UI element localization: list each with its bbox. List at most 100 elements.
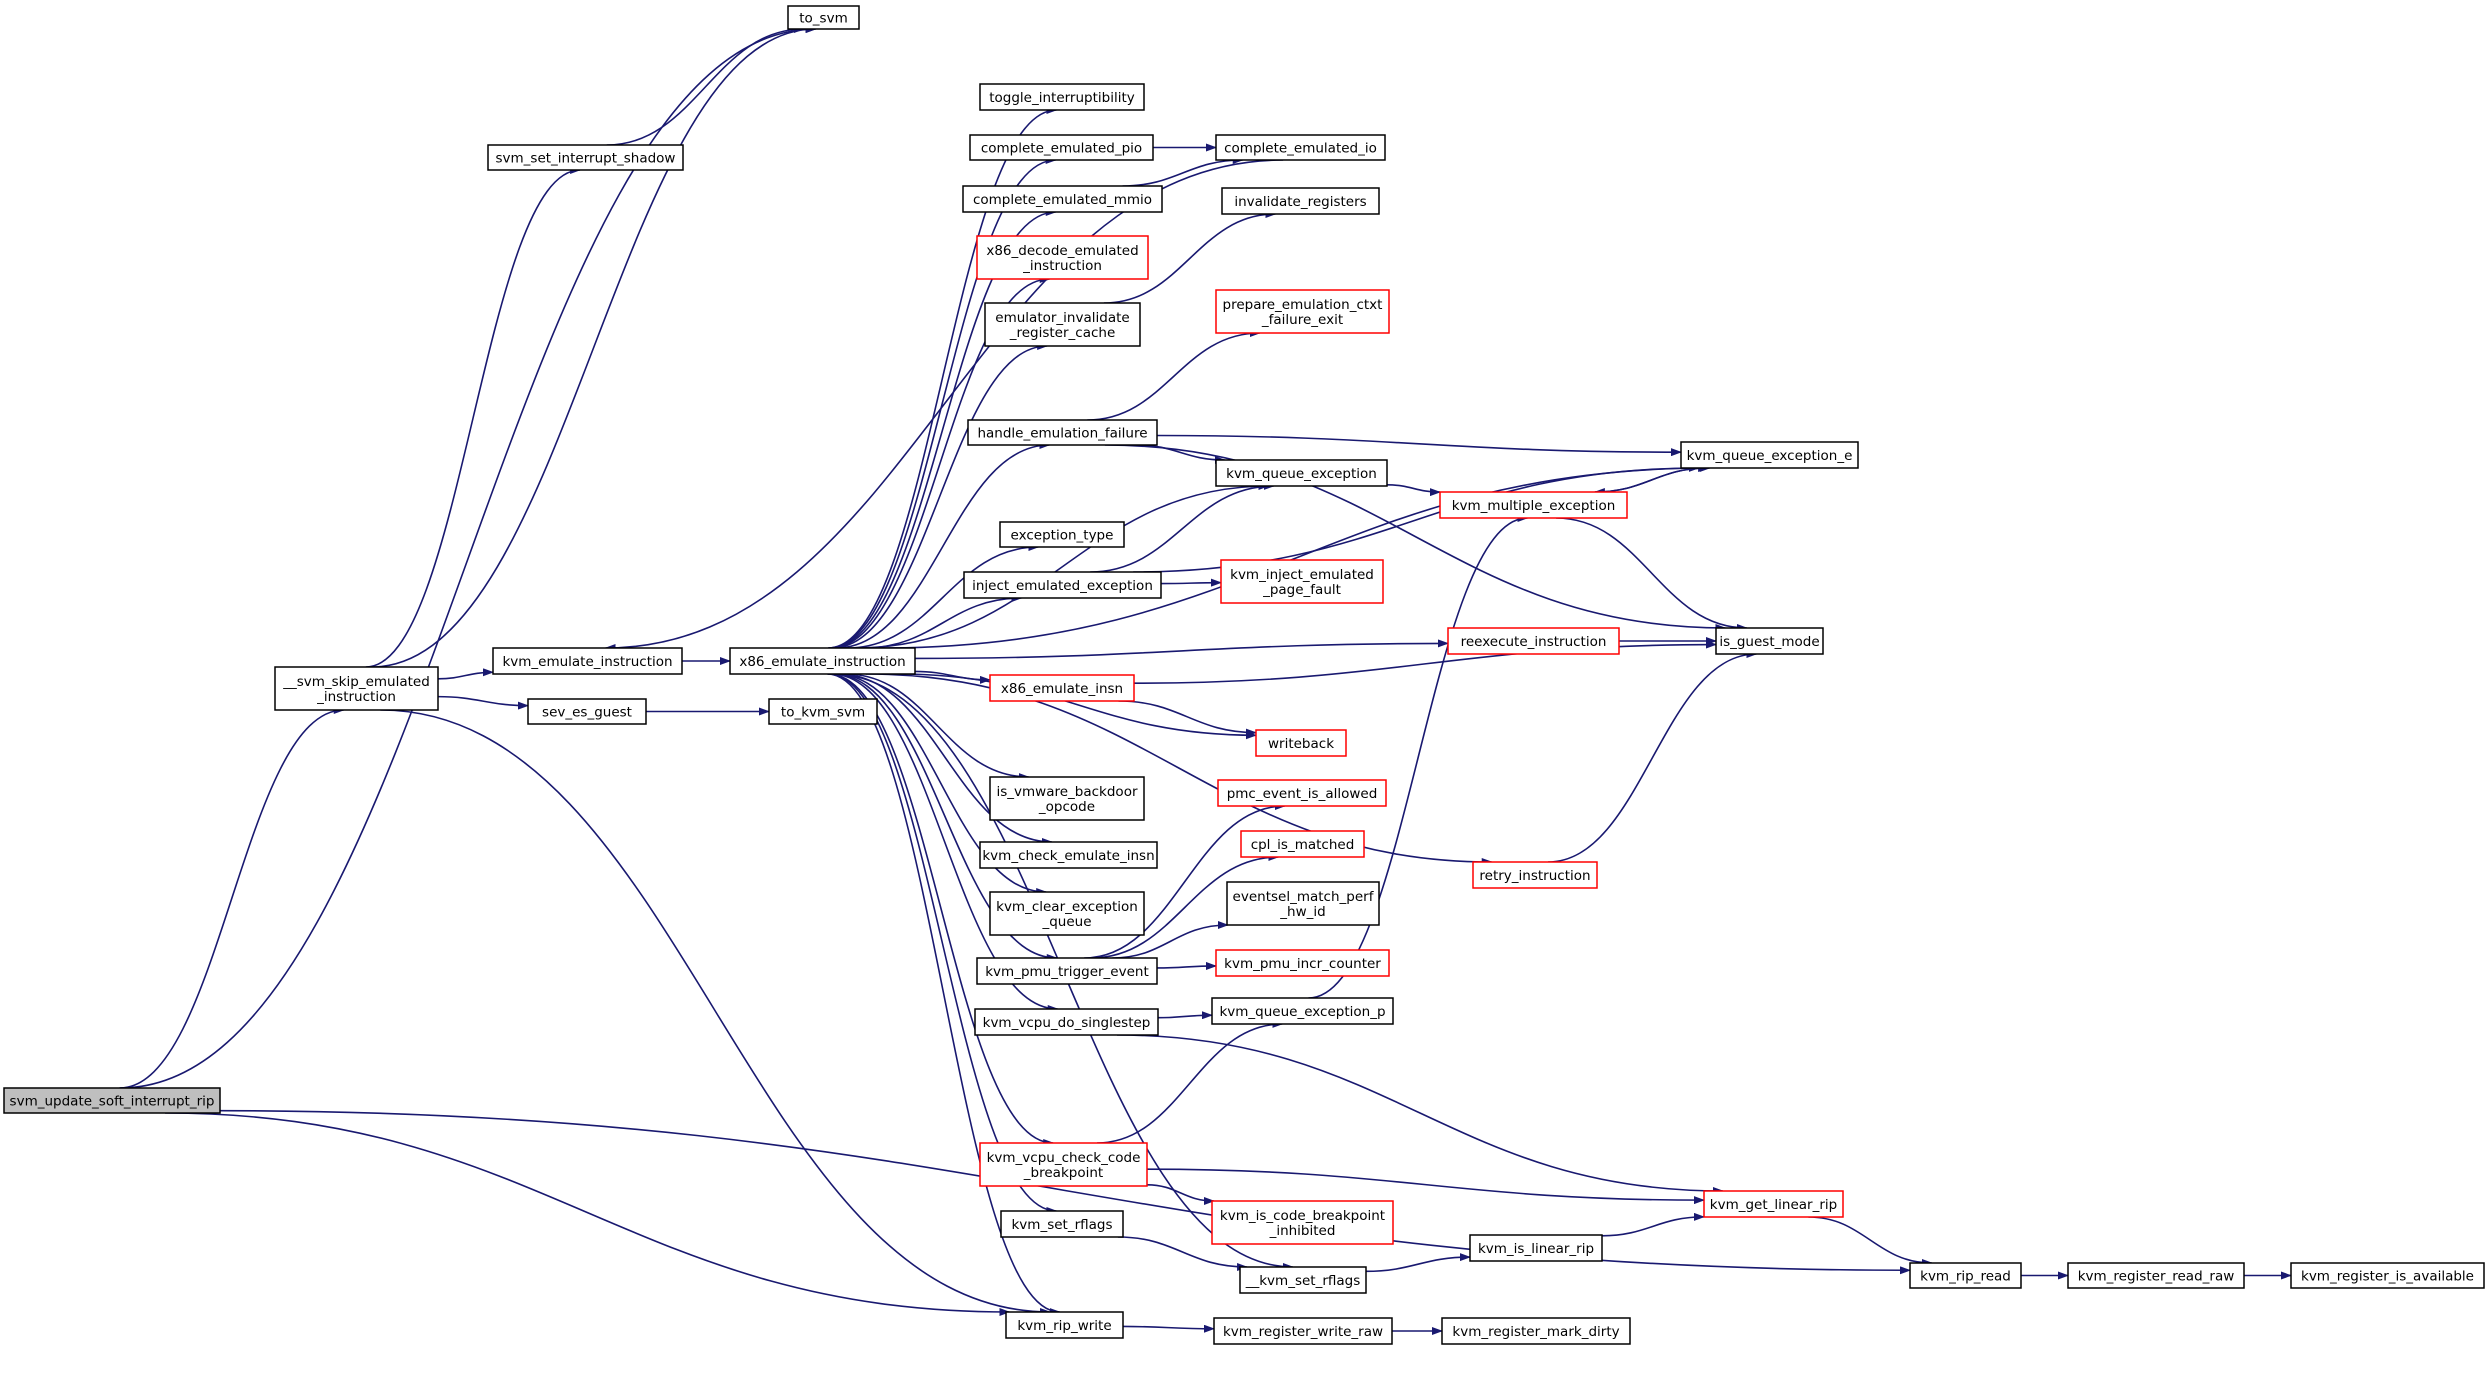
node-box (963, 571, 1162, 599)
node-kvm_is_code_breakpoint_inhibited[interactable]: kvm_is_code_breakpoint_inhibited (1211, 1200, 1394, 1245)
edge-x86_emulate_instruction-to-emulator_invalidate_register_cache (831, 342, 1049, 649)
node-toggle_interruptibility[interactable]: toggle_interruptibility (979, 83, 1145, 111)
node-x86_emulate_insn[interactable]: x86_emulate_insn (989, 674, 1135, 702)
node-__kvm_set_rflags[interactable]: __kvm_set_rflags (1239, 1266, 1367, 1294)
node-invalidate_registers[interactable]: invalidate_registers (1221, 187, 1380, 215)
node-label: complete_emulated_io (1224, 141, 1377, 157)
node-writeback[interactable]: writeback (1255, 729, 1347, 757)
node-kvm_clear_exception_queue[interactable]: kvm_clear_exception_queue (989, 891, 1145, 936)
node-box (768, 698, 878, 725)
node-kvm_set_rflags[interactable]: kvm_set_rflags (1000, 1210, 1124, 1238)
node-is_vmware_backdoor_opcode[interactable]: is_vmware_backdoor_opcode (989, 776, 1145, 821)
node-kvm_register_write_raw[interactable]: kvm_register_write_raw (1213, 1317, 1393, 1345)
node-label: eventsel_match_perf (1233, 889, 1375, 905)
node-svm_skip_emulated_instruction[interactable]: __svm_skip_emulated_instruction (274, 666, 439, 711)
node-box (1441, 1317, 1631, 1345)
node-kvm_queue_exception_e[interactable]: kvm_queue_exception_e (1680, 441, 1859, 469)
node-pmc_event_is_allowed[interactable]: pmc_event_is_allowed (1217, 779, 1387, 807)
node-complete_emulated_pio[interactable]: complete_emulated_pio (969, 134, 1154, 161)
node-box (999, 521, 1125, 548)
node-exception_type[interactable]: exception_type (999, 521, 1125, 548)
node-eventsel_match_perf_hw_id[interactable]: eventsel_match_perf_hw_id (1226, 881, 1380, 926)
edge-svm_skip_emulated_instruction-to-sev_es_guest (437, 695, 529, 710)
node-label: invalidate_registers (1234, 194, 1366, 210)
node-kvm_emulate_instruction[interactable]: kvm_emulate_instruction (492, 647, 683, 675)
node-label: kvm_pmu_trigger_event (985, 964, 1149, 980)
node-box (1255, 729, 1347, 757)
node-label: kvm_register_mark_dirty (1452, 1324, 1619, 1340)
node-label: kvm_vcpu_do_singlestep (983, 1015, 1151, 1031)
node-kvm_rip_write[interactable]: kvm_rip_write (1005, 1311, 1124, 1339)
node-x86_decode_emulated_instruction[interactable]: x86_decode_emulated_instruction (976, 235, 1149, 280)
node-kvm_multiple_exception[interactable]: kvm_multiple_exception (1439, 491, 1628, 519)
edge-x86_emulate_instruction-to-exception_type (847, 543, 1040, 649)
edge-complete_emulated_io-to-kvm_emulate_instruction (604, 159, 1284, 652)
node-label: svm_set_interrupt_shadow (496, 151, 676, 167)
node-label: kvm_register_write_raw (1223, 1324, 1383, 1340)
node-kvm_vcpu_check_code_breakpoint[interactable]: kvm_vcpu_check_code_breakpoint (979, 1142, 1148, 1187)
edge-handle_emulation_failure-to-is_guest_mode (1104, 444, 1727, 632)
node-box (274, 666, 439, 711)
node-complete_emulated_io[interactable]: complete_emulated_io (1215, 134, 1386, 161)
node-complete_emulated_mmio[interactable]: complete_emulated_mmio (962, 185, 1163, 213)
edge-x86_emulate_instruction-to-handle_emulation_failure (836, 441, 1051, 649)
edge-kvm_multiple_exception-to-is_guest_mode (1556, 517, 1748, 632)
node-kvm_register_mark_dirty[interactable]: kvm_register_mark_dirty (1441, 1317, 1631, 1345)
node-label: sev_es_guest (542, 705, 632, 721)
node-kvm_queue_exception_p[interactable]: kvm_queue_exception_p (1211, 997, 1394, 1025)
node-label: kvm_multiple_exception (1452, 498, 1616, 514)
node-kvm_register_read_raw[interactable]: kvm_register_read_raw (2067, 1262, 2245, 1289)
node-handle_emulation_failure[interactable]: handle_emulation_failure (967, 419, 1158, 446)
node-kvm_vcpu_do_singlestep[interactable]: kvm_vcpu_do_singlestep (974, 1008, 1159, 1036)
node-box (2290, 1262, 2485, 1289)
node-label: _register_cache (1009, 325, 1116, 341)
node-svm_set_interrupt_shadow[interactable]: svm_set_interrupt_shadow (487, 144, 684, 171)
node-kvm_get_linear_rip[interactable]: kvm_get_linear_rip (1703, 1190, 1844, 1218)
node-sev_es_guest[interactable]: sev_es_guest (527, 698, 647, 725)
node-kvm_is_linear_rip[interactable]: kvm_is_linear_rip (1469, 1234, 1603, 1262)
edge-svm_skip_emulated_instruction-to-svm_set_interrupt_shadow (365, 166, 582, 668)
node-box (1215, 949, 1390, 977)
node-box (1447, 627, 1620, 655)
node-kvm_pmu_trigger_event[interactable]: kvm_pmu_trigger_event (976, 957, 1158, 985)
node-x86_emulate_instruction[interactable]: x86_emulate_instruction (729, 647, 916, 675)
edge-x86_emulate_instruction-to-kvm_queue_exception_e (882, 464, 1711, 649)
node-label: x86_emulate_instruction (739, 654, 905, 670)
node-label: kvm_queue_exception (1226, 466, 1377, 482)
edge-kvm_multiple_exception-to-kvm_queue_exception_e (1594, 464, 1710, 493)
node-kvm_rip_read[interactable]: kvm_rip_read (1909, 1262, 2022, 1289)
node-kvm_register_is_available[interactable]: kvm_register_is_available (2290, 1262, 2485, 1289)
node-is_guest_mode[interactable]: is_guest_mode (1715, 627, 1824, 655)
edge-x86_emulate_instruction-to-x86_decode_emulated_instruction (830, 275, 1051, 649)
edge-x86_emulate_instruction-to-x86_emulate_insn (914, 670, 991, 684)
node-kvm_check_emulate_insn[interactable]: kvm_check_emulate_insn (979, 841, 1158, 869)
edge-inject_emulated_exception-to-kvm_queue_exception (1090, 482, 1275, 573)
node-label: is_guest_mode (1719, 634, 1819, 650)
node-kvm_inject_emulated_page_fault[interactable]: kvm_inject_emulated_page_fault (1220, 559, 1384, 604)
edge-kvm_get_linear_rip-to-kvm_rip_read (1808, 1216, 1933, 1267)
edge-inject_emulated_exception-to-kvm_inject_emulated_page_fault (1160, 578, 1222, 587)
node-to_svm[interactable]: to_svm (787, 5, 860, 30)
node-box (729, 647, 916, 675)
node-prepare_emulation_ctxt_failure_exit[interactable]: prepare_emulation_ctxt_failure_exit (1215, 289, 1390, 334)
node-svm_update_soft_interrupt_rip[interactable]: svm_update_soft_interrupt_rip (3, 1087, 221, 1114)
node-box (1439, 491, 1628, 519)
edge-x86_emulate_instruction-to-retry_instruction (865, 673, 1493, 866)
node-cpl_is_matched[interactable]: cpl_is_matched (1240, 830, 1365, 858)
edge-complete_emulated_mmio-to-complete_emulated_io (1122, 156, 1244, 187)
node-kvm_queue_exception[interactable]: kvm_queue_exception (1215, 459, 1388, 487)
node-emulator_invalidate_register_cache[interactable]: emulator_invalidate_register_cache (984, 302, 1141, 347)
node-retry_instruction[interactable]: retry_instruction (1472, 861, 1598, 889)
node-box (1000, 1210, 1124, 1238)
node-box (1211, 1200, 1394, 1245)
node-inject_emulated_exception[interactable]: inject_emulated_exception (963, 571, 1162, 599)
node-box (1215, 459, 1388, 487)
node-box (3, 1087, 221, 1114)
node-to_kvm_svm[interactable]: to_kvm_svm (768, 698, 878, 725)
edge-handle_emulation_failure-to-prepare_emulation_ctxt_failure_exit (1087, 329, 1261, 421)
edge-kvm_is_linear_rip-to-kvm_get_linear_rip (1601, 1212, 1705, 1237)
node-kvm_pmu_incr_counter[interactable]: kvm_pmu_incr_counter (1215, 949, 1390, 977)
node-reexecute_instruction[interactable]: reexecute_instruction (1447, 627, 1620, 655)
node-label: pmc_event_is_allowed (1227, 786, 1378, 802)
